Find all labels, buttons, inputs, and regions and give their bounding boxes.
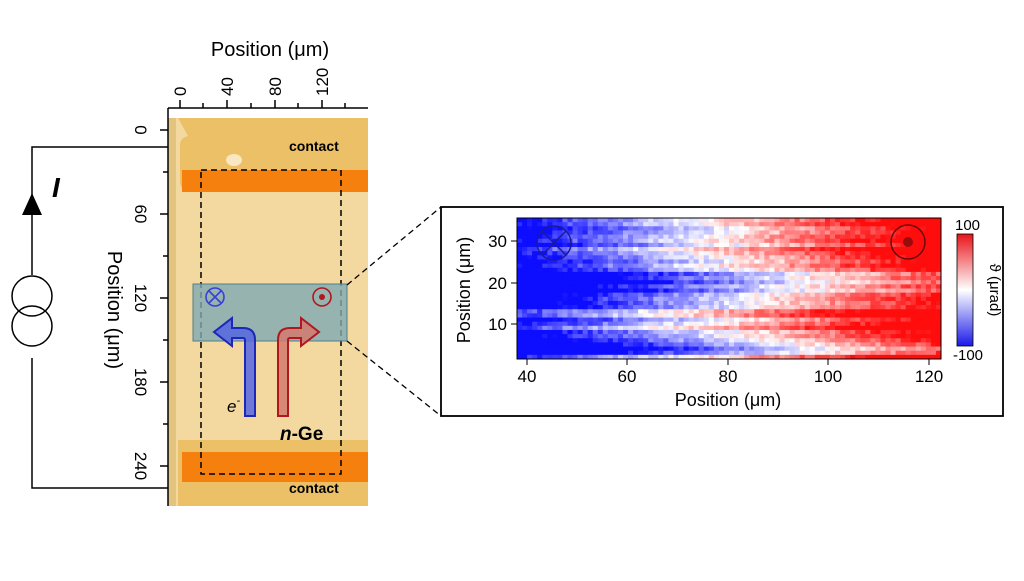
heatmap-x-axis [526,359,930,365]
x-tick-80: 80 [719,367,738,386]
current-arrow-icon [22,193,42,215]
left-tick-60: 60 [131,205,150,224]
top-axis-label: Position (μm) [211,39,329,61]
x-tick-60: 60 [618,367,637,386]
left-panel: I [11,39,368,506]
left-axis [160,129,168,467]
left-axis-label: Position (μm) [103,251,125,369]
electron-label: e- [227,395,240,416]
sample-image: contact contact e- n-Ge [168,118,368,506]
x-tick-120: 120 [915,367,943,386]
colorbar-min: -100 [953,347,983,364]
heatmap-xlabel: Position (μm) [675,390,781,410]
x-tick-100: 100 [814,367,842,386]
colorbar-label: ϑ (μrad) [986,264,1003,317]
current-label: I [52,172,61,203]
top-axis [179,100,346,108]
left-tick-240: 240 [131,452,150,480]
into-page-marker-icon [536,225,572,261]
top-tick-80: 80 [266,77,285,96]
y-tick-10: 10 [488,315,507,334]
hole-path-arrow [277,315,321,417]
contact-top-label: contact [289,138,339,154]
left-tick-120: 120 [131,284,150,312]
material-label: n-Ge [280,424,323,445]
circuit: I [11,146,168,489]
zoom-connectors [346,206,442,417]
left-tick-180: 180 [131,368,150,396]
electron-path-arrow [212,315,256,417]
right-panel: 40 60 80 100 120 Position (μm) 10 20 30 … [440,206,1004,417]
y-tick-30: 30 [488,232,507,251]
contact-bottom-label: contact [289,480,339,496]
left-tick-0: 0 [131,125,150,134]
into-page-icon [205,287,225,307]
top-tick-0: 0 [171,87,190,96]
out-of-page-icon [312,287,332,307]
out-of-page-marker-icon [890,224,926,260]
y-tick-20: 20 [488,274,507,293]
colorbar [956,233,974,347]
colorbar-max: 100 [955,217,980,234]
x-tick-40: 40 [518,367,537,386]
heatmap-y-axis [511,240,517,325]
heatmap-ylabel: Position (μm) [454,237,474,343]
top-tick-120: 120 [313,68,332,96]
top-tick-40: 40 [218,77,237,96]
heatmap [517,218,942,360]
